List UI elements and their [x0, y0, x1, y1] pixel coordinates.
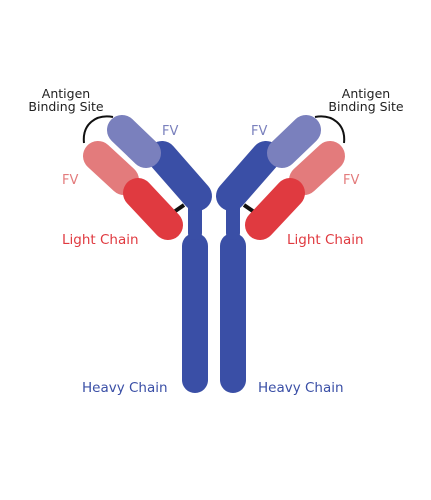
- light-chain-constant-left: [123, 178, 183, 240]
- heavy-chain-variable-right: [267, 115, 321, 168]
- fv-label-top-right: FV: [251, 124, 268, 139]
- light-chain-variable-right: [289, 141, 345, 195]
- light-chain-label-left: Light Chain: [62, 232, 139, 248]
- light-chain-constant-right: [245, 178, 305, 240]
- heavy-chain-arm-right: [216, 141, 281, 211]
- heavy-chain-label-left: Heavy Chain: [82, 380, 168, 396]
- light-chain-label-right: Light Chain: [287, 232, 364, 248]
- antigen-binding-site-label-left-line2: Binding Site: [28, 99, 104, 114]
- fv-label-left: FV: [62, 173, 79, 188]
- antigen-binding-site-label-right-line1: Antigen: [341, 86, 391, 101]
- heavy-chain-stem-right: [220, 233, 246, 393]
- heavy-chain-arm-left: [147, 141, 212, 211]
- fv-label-right: FV: [343, 173, 360, 188]
- antigen-binding-site-label-right: Antigen Binding Site: [322, 87, 410, 113]
- antigen-binding-site-arc-right: [314, 115, 346, 144]
- antigen-binding-site-label-left-line1: Antigen: [41, 86, 91, 101]
- heavy-chain-stem-left: [182, 233, 208, 393]
- antigen-binding-site-label-left: Antigen Binding Site: [22, 87, 110, 113]
- heavy-chain-variable-left: [107, 115, 161, 168]
- antigen-binding-site-label-right-line2: Binding Site: [328, 99, 404, 114]
- heavy-chain-label-right: Heavy Chain: [258, 380, 344, 396]
- fv-label-top-left: FV: [162, 124, 179, 139]
- antigen-binding-site-arc-left: [82, 115, 114, 144]
- light-chain-variable-left: [83, 141, 139, 195]
